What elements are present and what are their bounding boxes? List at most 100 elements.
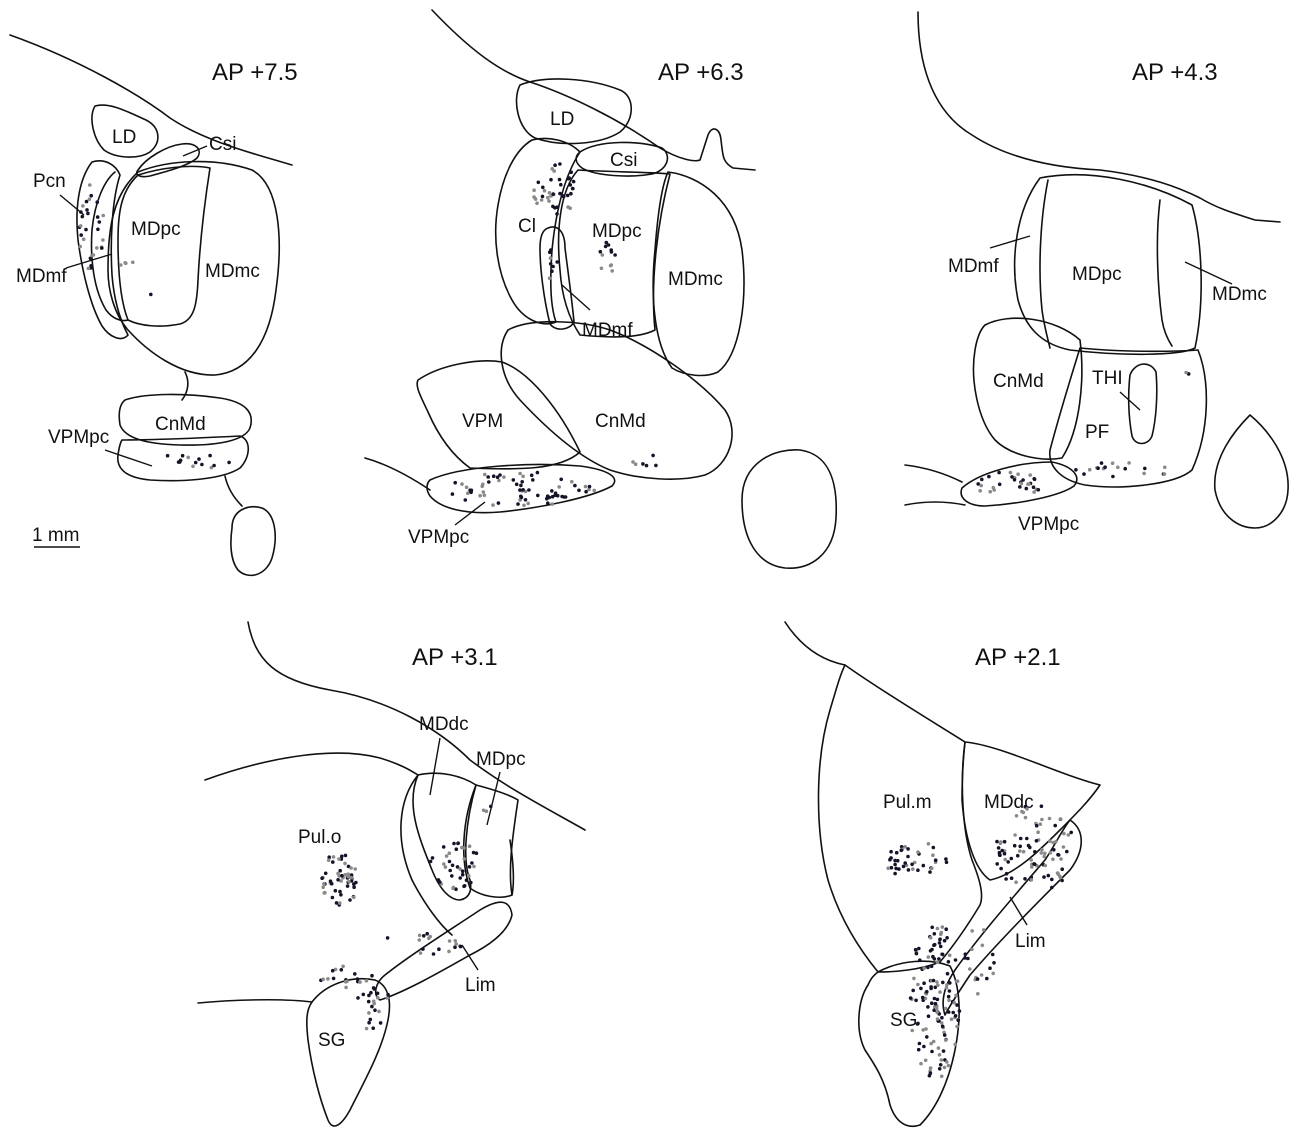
labeled-cell-dot <box>119 263 123 267</box>
region-mdmf <box>1039 179 1051 349</box>
labeled-cell-dot <box>901 864 906 869</box>
labeled-cell-dot <box>450 874 454 878</box>
labeled-cell-dot <box>937 941 942 945</box>
labeled-cell-dot <box>991 971 995 976</box>
panel-title: AP +7.5 <box>212 59 298 86</box>
labeled-cell-dot <box>536 180 541 185</box>
labeled-cell-dot <box>337 874 341 878</box>
labeled-cell-dot <box>934 1006 939 1011</box>
label-mdmc: MDmc <box>1212 284 1267 305</box>
labeled-cell-dot <box>987 474 991 479</box>
labeled-cell-dot <box>1010 475 1014 479</box>
label-mdmf: MDmf <box>582 320 633 341</box>
panel-ap-3-1: AP +3.1 MDdc MDpc Pul.o Lim SG <box>197 621 586 1127</box>
labeled-cell-dot <box>1018 844 1022 849</box>
labeled-cell-dot <box>999 866 1003 871</box>
labeled-cell-dot <box>96 227 100 232</box>
labeled-cell-dot <box>937 1067 942 1071</box>
labeled-cell-dot <box>995 862 999 866</box>
labeled-cell-dot <box>916 982 920 987</box>
labeled-cell-dot <box>963 956 967 960</box>
labeled-cell-dot <box>944 927 948 931</box>
labeled-cell-dot <box>516 502 520 506</box>
labeled-cell-dot <box>998 853 1002 857</box>
labeled-cell-dot <box>549 248 553 252</box>
labeled-cell-dot <box>352 882 356 886</box>
labeled-cell-dot <box>947 998 951 1002</box>
labeled-cell-dot <box>86 266 91 271</box>
labeled-cell-dot <box>633 462 638 467</box>
labeled-cell-dot <box>462 884 466 889</box>
labeled-cell-dot <box>452 841 456 846</box>
labeled-cell-dot <box>897 867 901 871</box>
labeled-cell-dot <box>1039 804 1044 808</box>
labeled-cell-dot <box>1036 488 1041 492</box>
labeled-cell-dot <box>922 966 926 970</box>
panel-ap-6-3: AP +6.3 LD Csi MDmc MDpc Cl MDmf VPM CnM… <box>364 9 838 569</box>
label-vpmpc: VPMpc <box>48 427 109 448</box>
region-ld <box>91 104 159 158</box>
labeled-cell-dot <box>945 936 949 940</box>
labeled-cell-dot <box>1060 867 1064 871</box>
labeled-cell-dot <box>431 952 436 956</box>
labeled-cell-dot <box>518 488 522 492</box>
labeled-cell-dot <box>448 868 453 873</box>
labeled-cell-dot <box>514 482 519 487</box>
labeled-cell-dot <box>931 954 935 959</box>
labeled-cell-dot <box>951 1010 955 1015</box>
labeled-cell-dot <box>84 199 89 204</box>
labeled-cell-dot <box>89 193 93 198</box>
labeled-cell-dot <box>930 1001 934 1005</box>
labeled-cell-dot <box>1015 853 1020 858</box>
labeled-cell-dot <box>1032 862 1036 866</box>
labeled-cell-dot <box>895 858 900 863</box>
labeled-cell-dot <box>1040 817 1044 822</box>
labeled-cell-dot <box>945 1060 949 1064</box>
labeled-cell-dot <box>1018 485 1022 489</box>
outer-line <box>904 464 963 483</box>
labeled-cell-dot <box>333 967 338 972</box>
labeled-cell-dot <box>197 457 201 461</box>
labeled-cell-dot <box>496 501 501 505</box>
labeled-cell-dot <box>569 191 573 196</box>
labeled-cell-dot <box>447 859 452 864</box>
labeled-cell-dot <box>353 867 358 871</box>
labeled-cell-dot <box>926 842 931 846</box>
labeled-cell-dot <box>583 484 588 489</box>
label-mdmc: MDmc <box>668 269 723 290</box>
region-pf <box>1049 347 1208 488</box>
labeled-cell-dot <box>931 1039 936 1044</box>
labeled-cell-dot <box>1116 465 1120 470</box>
label-vpm: VPM <box>462 411 503 432</box>
labeled-cell-dot <box>569 170 573 174</box>
labeled-cell-dot <box>932 996 937 1001</box>
labeled-cell-dot <box>1034 823 1039 828</box>
labeled-cell-dot <box>373 1008 377 1012</box>
labeled-cell-dot <box>946 1063 951 1068</box>
labeled-cell-dot <box>953 958 958 962</box>
labeled-cell-dot <box>1002 839 1007 844</box>
labeled-cell-dot <box>353 972 357 976</box>
labeled-cell-dot <box>343 861 347 866</box>
labeled-cell-dot <box>893 871 897 876</box>
labeled-cell-dot <box>322 891 327 895</box>
label-mdpc: MDpc <box>1072 264 1122 285</box>
labeled-cell-dot <box>894 850 899 855</box>
labeled-cell-dot <box>937 957 941 961</box>
labeled-cell-dot <box>1008 470 1013 475</box>
labeled-cell-dot <box>345 884 350 888</box>
labeled-cell-dot <box>1103 465 1107 470</box>
label-ld: LD <box>550 109 574 130</box>
outer-line-top <box>204 752 419 781</box>
labeled-cell-dot <box>916 1047 921 1052</box>
labeled-cell-dot <box>940 1024 945 1029</box>
labeled-cell-dot <box>943 1006 948 1011</box>
region-vpmpc <box>117 435 250 482</box>
labeled-cell-dot <box>542 188 547 193</box>
labeled-cell-dot <box>331 976 336 981</box>
labeled-cell-dot <box>1003 857 1007 862</box>
labeled-cell-dot <box>344 985 348 990</box>
labeled-cell-dot <box>551 264 555 269</box>
labeled-cell-dot <box>375 991 380 996</box>
labeled-cell-dot <box>1065 849 1069 854</box>
